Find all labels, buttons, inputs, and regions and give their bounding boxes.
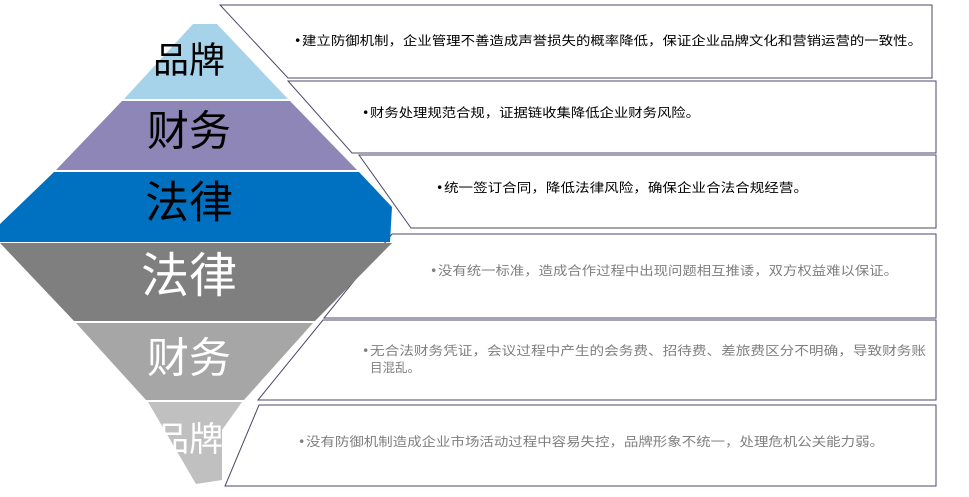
level-label-legal-bottom: 法律 [141,248,237,304]
pyramid-brand-top [124,24,288,99]
row-3-bullet: • [436,180,443,195]
level-label-brand-bottom: 品牌 [155,420,223,460]
row-2-bullet: • [362,105,369,120]
row-1-bullet: • [294,33,301,48]
level-label-finance-top: 财务 [147,107,231,156]
level-label-brand-top: 品牌 [153,41,225,82]
pyramid-legal-top [0,172,392,242]
pyramid-brand-bottom [148,402,242,484]
row-5-text-line1: 无合法财务凭证，会议过程中产生的会务费、招待费、差旅费区分不明确，导致财务账 [370,343,927,358]
level-label-finance-bottom: 财务 [147,334,231,383]
row-5-box [256,319,937,401]
row-2-text: 财务处理规范合规，证据链收集降低企业财务风险。 [370,105,700,120]
row-4-box [322,233,937,319]
row-6-bullet: • [298,434,305,449]
row-1-box [218,4,933,79]
row-3-box [358,154,937,229]
row-4-bullet: • [430,263,437,278]
level-label-legal-top: 法律 [145,178,233,229]
pyramid-finance-top [56,101,357,170]
pyramid-legal-bottom [0,243,392,321]
pyramid-finance-bottom [76,323,313,400]
row-2-box [286,80,937,154]
row-1-text: 建立防御机制，企业管理不善造成声誉损失的概率降低，保证企业品牌文化和营销运营的一… [302,33,922,48]
row-6-text: 没有防御机制造成企业市场活动过程中容易失控，品牌形象不统一，处理危机公关能力弱。 [306,434,884,449]
row-5-text-line2: 目混乱。 [370,360,420,375]
row-6-box [224,404,937,487]
row-3-text: 统一签订合同，降低法律风险，确保企业合法合规经营。 [444,180,808,195]
row-5-bullet: • [362,343,369,358]
row-4-text: 没有统一标准，造成合作过程中出现问题相互推诿，双方权益难以保证。 [438,263,898,278]
